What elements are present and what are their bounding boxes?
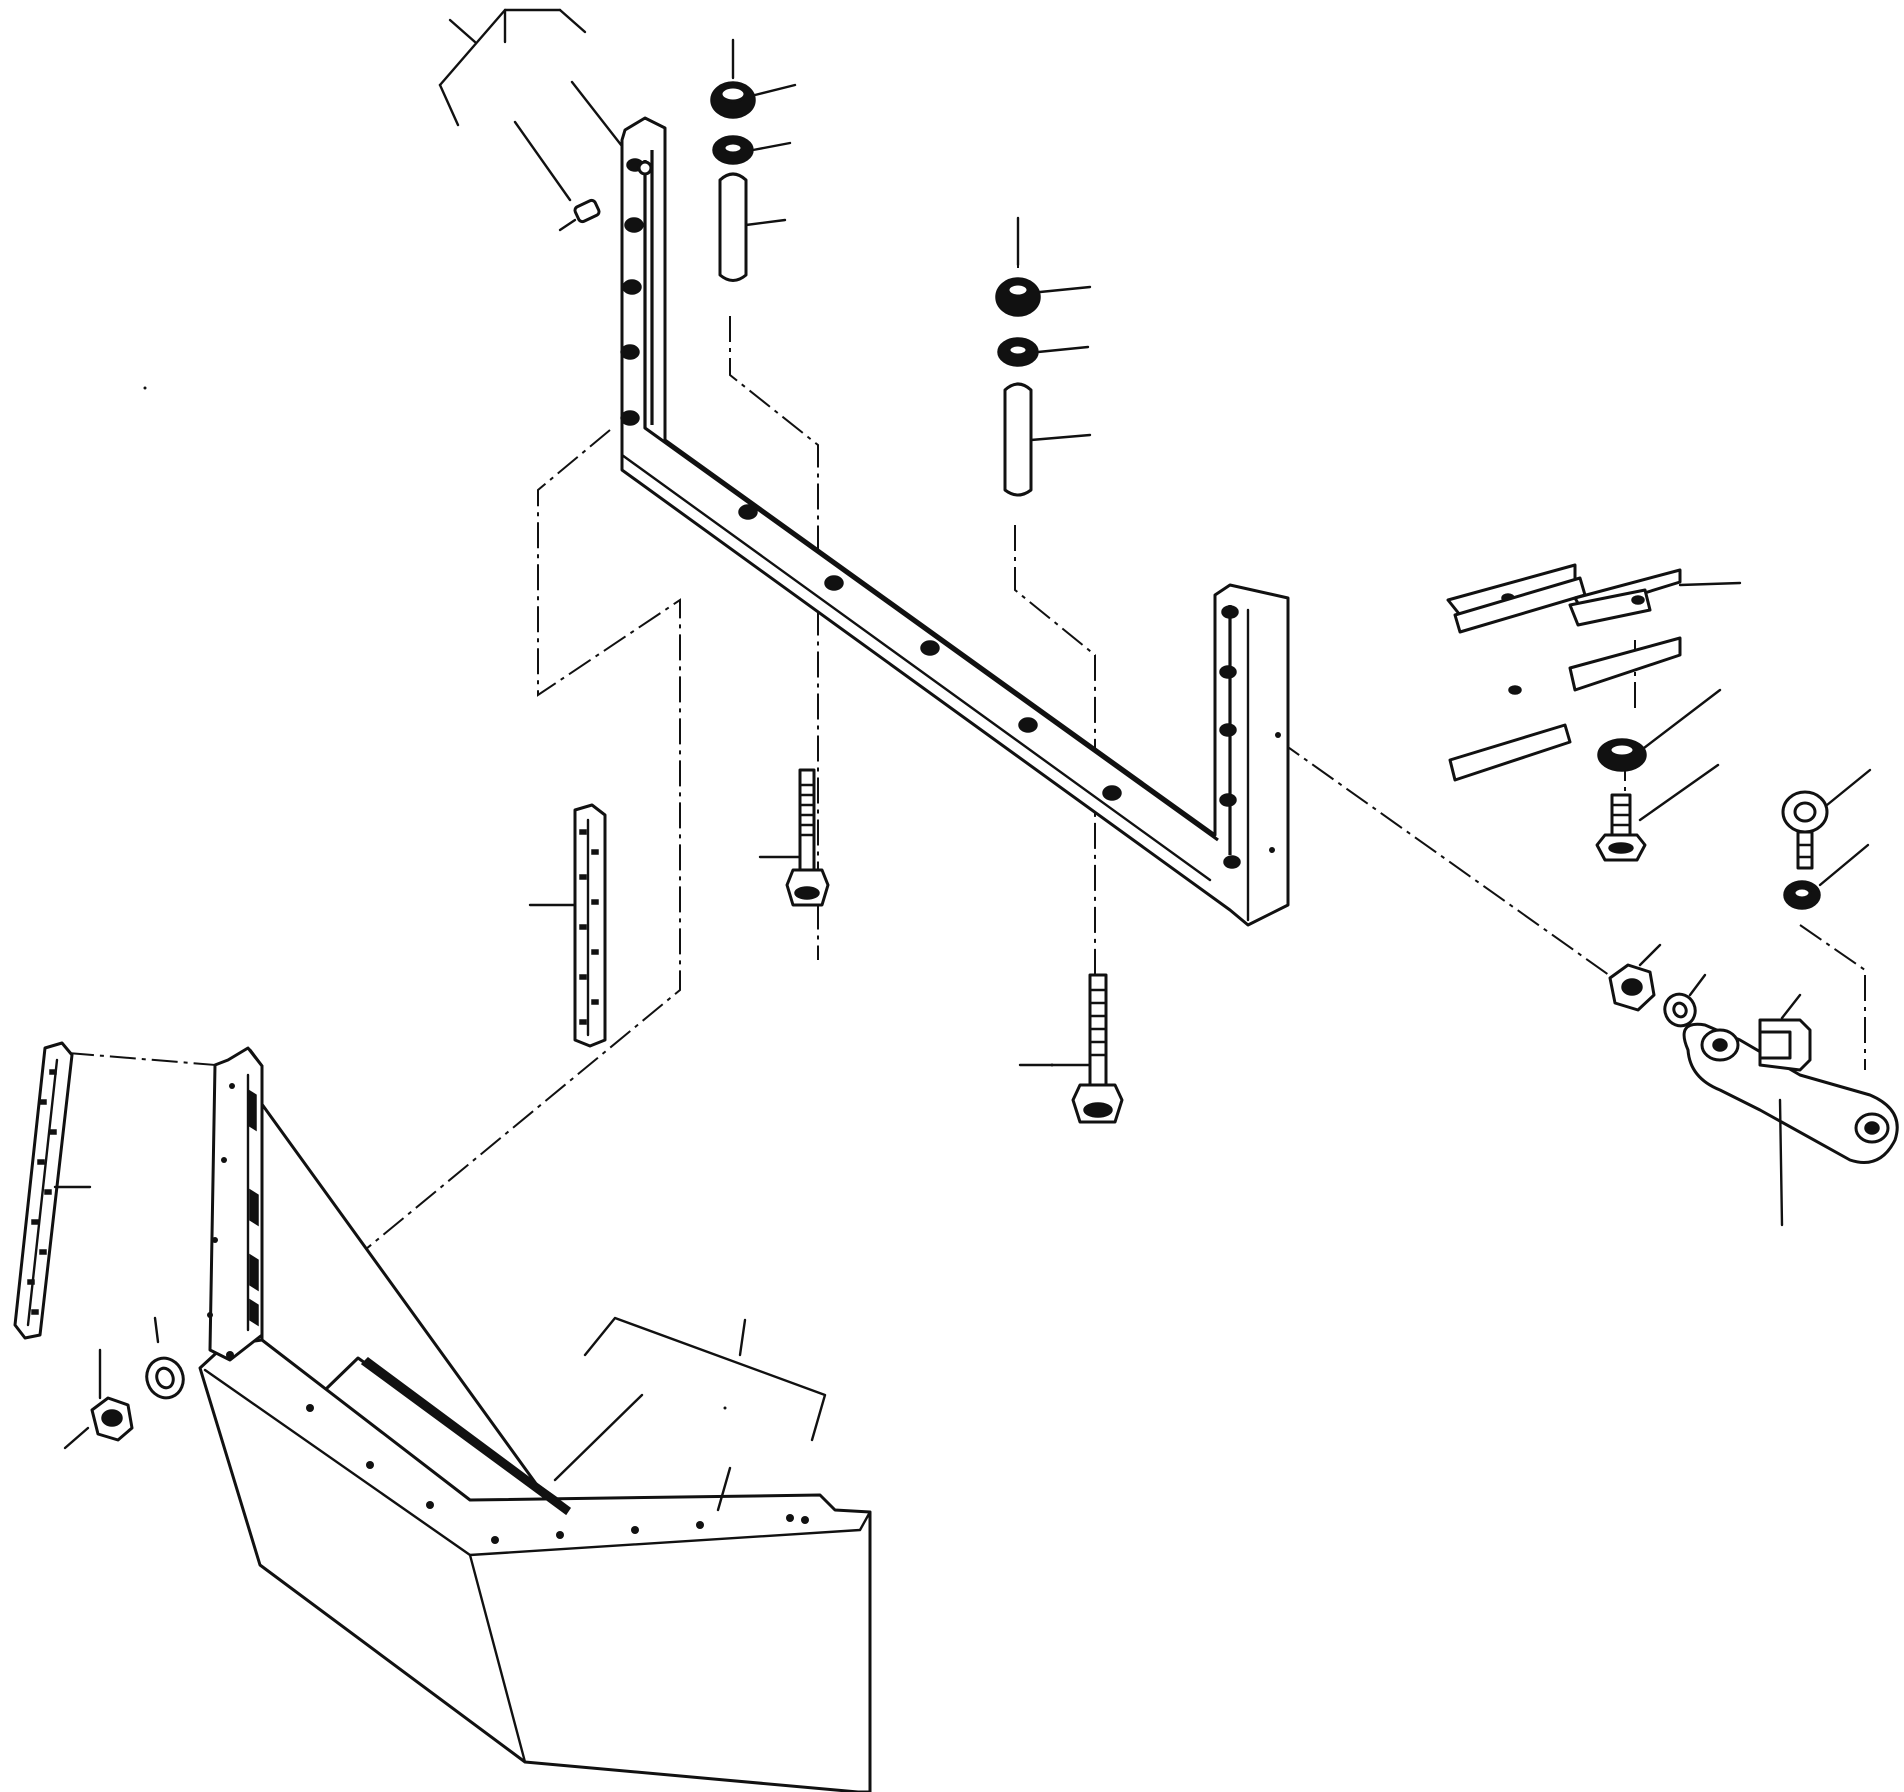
pin-stack-left <box>710 38 797 282</box>
group-bracket-top <box>438 8 627 202</box>
long-bolt-left <box>758 768 830 907</box>
split-plate <box>1446 563 1742 782</box>
lower-skirt-assembly <box>198 1046 872 1792</box>
nut-washer-lower-left <box>63 1316 185 1450</box>
stray-marks <box>143 386 1054 1410</box>
spring-pin <box>558 198 601 232</box>
perforated-strip-center <box>528 803 607 1048</box>
group-bracket-bottom <box>553 1316 827 1512</box>
tie-rod-end <box>1682 993 1899 1227</box>
perforated-strip-left <box>13 1041 92 1340</box>
eye-bolt <box>1781 768 1872 910</box>
centerlines <box>67 218 1866 1321</box>
frame-bolt-heads <box>620 158 1241 869</box>
u-frame-bar <box>620 116 1290 927</box>
nut-washer-right <box>1608 943 1707 1028</box>
washer-right <box>1597 688 1722 772</box>
long-bolt-center <box>1018 973 1124 1124</box>
pin-stack-center <box>995 216 1092 497</box>
short-bolt-right <box>1595 763 1720 862</box>
